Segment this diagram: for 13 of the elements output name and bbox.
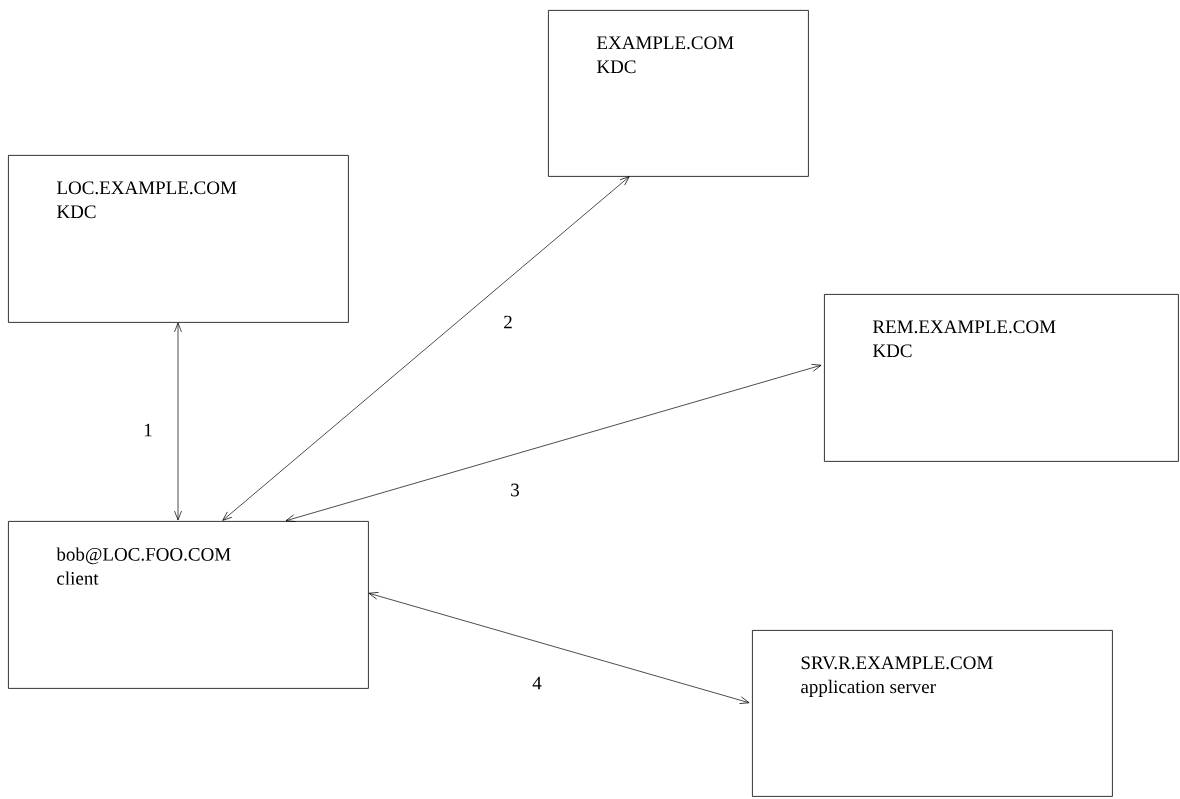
arrow	[174, 322, 182, 521]
edge-label: 2	[504, 315, 512, 329]
edge-label: 3	[511, 483, 519, 497]
server-box: EXAMPLE.COM KDC	[548, 10, 809, 177]
edge-label: 1	[144, 423, 152, 437]
server-box: LOC.EXAMPLE.COM KDC	[8, 155, 349, 323]
arrow	[285, 364, 822, 522]
server-box: SRV.R.EXAMPLE.COM application server	[752, 630, 1113, 797]
arrow	[368, 592, 750, 704]
edge-label: 4	[532, 676, 542, 690]
server-box: bob@LOC.FOO.COM client	[8, 521, 369, 689]
server-box: REM.EXAMPLE.COM KDC	[824, 294, 1179, 462]
arrow	[222, 176, 630, 521]
